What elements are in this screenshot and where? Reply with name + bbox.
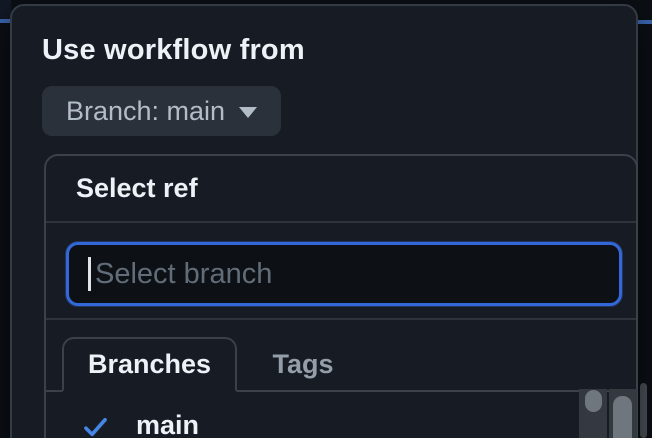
select-ref-header: Select ref xyxy=(46,156,636,223)
panel-scrollbar-thumb[interactable] xyxy=(613,396,632,438)
page-scrollbar[interactable] xyxy=(640,383,647,438)
tab-tags[interactable]: Tags xyxy=(237,337,369,392)
background-blue-accent-line xyxy=(638,20,652,24)
text-cursor xyxy=(88,257,91,291)
branch-selector-button[interactable]: Branch: main xyxy=(42,86,282,136)
page-background-right xyxy=(638,0,652,438)
select-ref-title: Select ref xyxy=(76,173,198,203)
list-scrollbar-thumb[interactable] xyxy=(585,390,602,412)
background-blue-accent-line xyxy=(0,19,11,23)
branch-list: main xyxy=(46,392,636,438)
branch-search-input[interactable] xyxy=(69,245,619,303)
page-background-header-strip xyxy=(0,0,11,19)
tab-tags-label: Tags xyxy=(272,349,334,379)
check-icon xyxy=(84,417,107,436)
ref-type-tabs: Branches Tags xyxy=(46,320,636,392)
tab-branches-label: Branches xyxy=(87,349,212,379)
ref-filter-section xyxy=(46,223,636,320)
run-workflow-dropdown: Use workflow from Branch: main Select re… xyxy=(10,4,638,438)
branch-item-label: main xyxy=(136,409,200,438)
branch-search-field-wrapper xyxy=(66,242,622,306)
page-background-left xyxy=(0,0,11,438)
select-ref-panel: Select ref Branches Tags xyxy=(44,154,638,438)
branch-button-label: Branch: main xyxy=(66,95,226,126)
tab-branches[interactable]: Branches xyxy=(62,337,237,392)
chevron-down-icon xyxy=(239,107,258,118)
use-workflow-from-title: Use workflow from xyxy=(42,34,305,66)
branch-list-item-main[interactable]: main xyxy=(46,392,636,438)
